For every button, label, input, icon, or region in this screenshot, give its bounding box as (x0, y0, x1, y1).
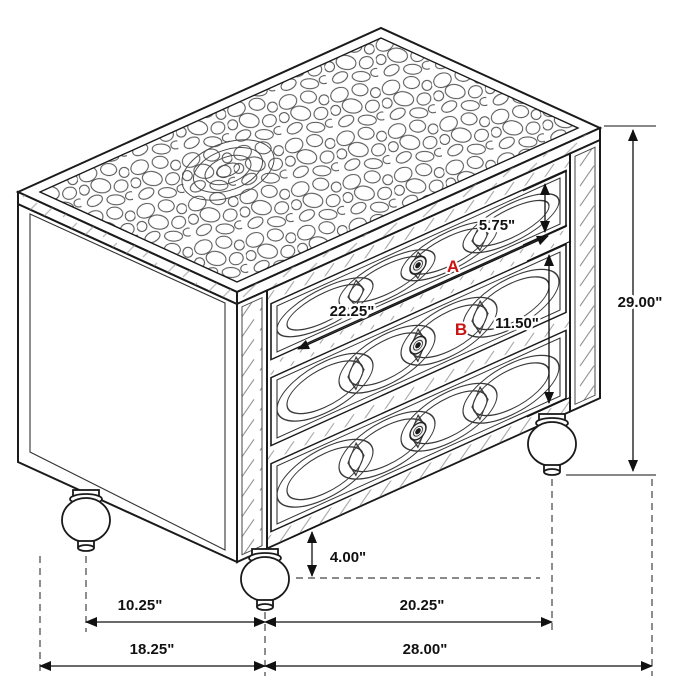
dim-overall-height-label: 29.00" (618, 294, 663, 311)
dim-foot-spacing-depth-label: 10.25" (118, 597, 163, 614)
dim-top-drawer-height: 5.75" (476, 170, 568, 246)
dim-foot-height-label: 4.00" (330, 549, 366, 566)
dimension-annotations: 29.00" 5.75" 11.50" 22.25" 4.00" (39, 125, 665, 676)
dim-drawer-width-label: 22.25" (330, 303, 375, 320)
tabletop-left-edge-mirror-ticks (18, 192, 237, 304)
dim-lower-drawers-height-label: 11.50" (495, 315, 539, 332)
side-panel-inset (29, 213, 226, 551)
dim-foot-spacing-depth: 10.25" (85, 595, 266, 627)
left-mirror-strip (236, 288, 268, 564)
right-mirror-strip (569, 138, 601, 414)
drawer-b-letter: B (455, 320, 467, 339)
foot-front-right (527, 413, 577, 476)
dim-overall-height: 29.00" (566, 125, 665, 476)
bottom-rail-mirror (267, 399, 570, 549)
foot-back-left (61, 489, 111, 552)
dim-foot-height: 4.00" (291, 518, 369, 577)
rail-mirror-2 (267, 313, 570, 463)
dim-foot-spacing-width: 20.25" (264, 595, 553, 627)
dim-top-drawer-height-label: 5.75" (479, 217, 515, 234)
dim-overall-width-label: 28.00" (403, 641, 448, 658)
tabletop-inner-rim (38, 37, 580, 283)
texture-swirl (181, 139, 275, 201)
drawer-a-letter: A (447, 257, 459, 276)
dim-foot-spacing-width-label: 20.25" (400, 597, 445, 614)
feet (61, 413, 577, 611)
dim-overall-depth-label: 18.25" (130, 641, 175, 658)
foot-front-left (240, 548, 290, 611)
dim-overall-depth: 18.25" (39, 639, 266, 671)
dim-overall-width: 28.00" (264, 639, 653, 671)
dim-drawer-width: 22.25" (297, 235, 549, 350)
crocodile-texture (40, 38, 578, 282)
drawer-c (270, 329, 567, 533)
